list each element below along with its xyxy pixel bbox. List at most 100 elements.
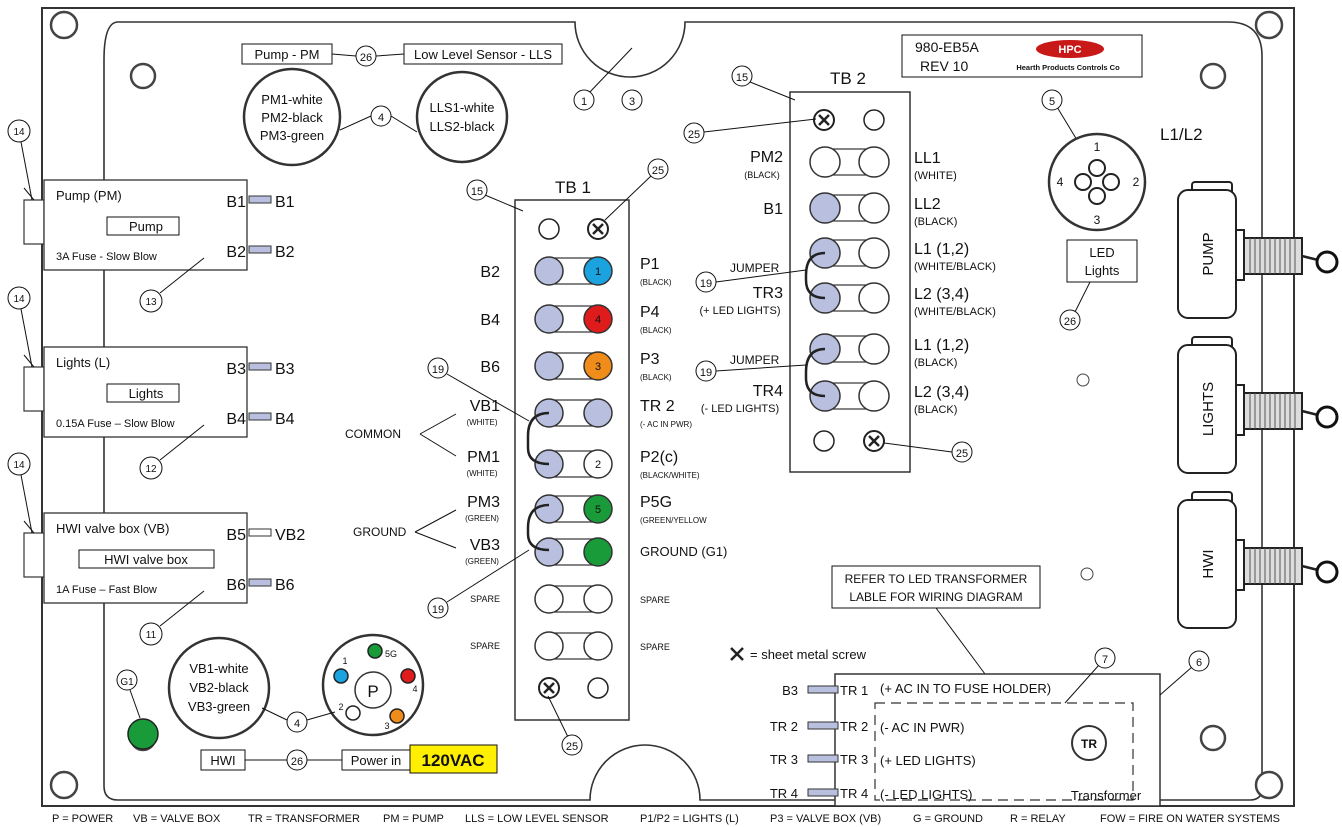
terminal-pin-number: 1 [595, 266, 601, 278]
fuse-holder-inner-label: Pump [129, 219, 163, 234]
led-lights-label: LED Lights 26 [1059, 239, 1138, 331]
callout-leader [159, 424, 205, 461]
tb1-callouts: 15 25 19 19 25 [427, 158, 669, 756]
svg-text:P: P [367, 682, 378, 701]
svg-text:5: 5 [1049, 96, 1055, 108]
svg-text:2: 2 [338, 702, 343, 712]
callout-1: 1 [573, 89, 595, 111]
tb1-left-label: PM3 [467, 494, 500, 511]
svg-text:1: 1 [581, 96, 587, 108]
tb1-left-sublabel: (GREEN) [465, 514, 499, 523]
tb1-left-label: PM1 [467, 449, 500, 466]
tb2-left-sublabel: (+ LED LIGHTS) [700, 305, 781, 317]
callout-leader [159, 590, 205, 627]
fuse-holder-inner-label: HWI valve box [104, 552, 188, 567]
vb-connector: VB1-white VB2-black VB3-green [167, 636, 271, 740]
callout-circle [7, 286, 31, 310]
svg-text:G1: G1 [120, 677, 134, 688]
legend-item: G = GROUND [913, 813, 983, 825]
tb1-right-label: P1 [640, 256, 660, 273]
terminal-pin-number: 5 [595, 504, 601, 516]
tb2-left-label: TR3 [753, 285, 783, 302]
fuse-holder-cap [23, 366, 45, 412]
tr-terminal-tab [807, 721, 839, 730]
lls-connector: LLS1-white LLS2-black [415, 70, 509, 164]
fuse-rating: 1A Fuse – Fast Blow [56, 584, 157, 596]
tb2-right-label: LL2 [914, 196, 941, 213]
svg-text:= sheet metal screw: = sheet metal screw [750, 647, 867, 662]
terminal-screw [809, 146, 841, 178]
fuse-holder-inner-box [106, 216, 180, 236]
fuse-terminal-tab [248, 362, 272, 371]
screw-icon [868, 435, 880, 447]
tr-right-label: TR 3 [840, 752, 868, 767]
tb1-left-sublabel: (WHITE) [466, 469, 497, 478]
callout-circle [139, 289, 163, 313]
tb1-right-label: P2(c) [640, 449, 678, 466]
tb1-left-label: VB3 [470, 537, 500, 554]
terminal-screw [858, 237, 890, 269]
terminal-screw [583, 494, 613, 524]
tb2-left-label: TR4 [753, 383, 783, 400]
screw-icon [818, 114, 830, 126]
tr-description: (- LED LIGHTS) [880, 787, 972, 802]
callout-number: 14 [13, 127, 25, 138]
fuse-terminal-label: B5 [226, 527, 246, 544]
screw-icon [543, 682, 555, 694]
svg-text:25: 25 [566, 741, 578, 753]
switch-nut [1235, 229, 1245, 281]
svg-text:VB1-white: VB1-white [189, 661, 248, 676]
fuse-terminal-tab [248, 578, 272, 587]
tb1-left-label: B6 [480, 359, 500, 376]
fuse-terminal-out: VB2 [275, 527, 305, 544]
svg-text:19: 19 [432, 364, 444, 376]
tb1-right-label: SPARE [640, 642, 670, 652]
hpc-logo [1036, 40, 1104, 58]
terminal-screw [858, 380, 890, 412]
fuse-holder-inner-label: Lights [129, 386, 164, 401]
svg-text:26: 26 [291, 756, 303, 768]
fuse-terminal-label: B1 [226, 194, 246, 211]
tr-left-label: B3 [782, 683, 798, 698]
tb1-right-sublabel: (BLACK) [640, 278, 672, 287]
svg-text:3: 3 [1094, 213, 1101, 227]
tr-terminal-tab [807, 685, 839, 694]
fuse-terminal-tab [248, 195, 272, 204]
svg-text:2: 2 [1133, 175, 1140, 189]
fuse-holder-inner-box [106, 383, 180, 403]
svg-text:JUMPER: JUMPER [730, 353, 780, 367]
svg-text:19: 19 [700, 278, 712, 290]
switch-label: PUMP [1200, 232, 1217, 275]
callout-number: 14 [13, 460, 25, 471]
callout-circle [139, 456, 163, 480]
callout-4-bottom: 4 [286, 711, 308, 733]
tb1-right-label: TR 2 [640, 398, 675, 415]
terminal-screw [583, 351, 613, 381]
tb1-right-label: P5G [640, 494, 672, 511]
tb1-right-label: GROUND (G1) [640, 544, 727, 559]
callout-circle [7, 119, 31, 143]
tb2-right-sublabel: (BLACK) [914, 357, 957, 369]
tb1-left-label: SPARE [470, 641, 500, 651]
tb1-left-label: B4 [480, 312, 500, 329]
l1l2-connector: 5 L1/L2 1 2 3 4 [1041, 89, 1203, 232]
tb1-right-label: SPARE [640, 595, 670, 605]
tb2-left-label: B1 [763, 201, 783, 218]
switch-lever [1301, 409, 1319, 417]
terminal-hole [587, 677, 609, 699]
tb1-right-sublabel: (BLACK) [640, 326, 672, 335]
tr-description: (+ LED LIGHTS) [880, 753, 976, 768]
switch-nut [1235, 539, 1245, 591]
callout-number: 13 [145, 297, 157, 308]
svg-text:REFER TO LED TRANSFORMER: REFER TO LED TRANSFORMER [845, 572, 1028, 586]
tb1-right-sublabel: (- AC IN PWR) [640, 420, 692, 429]
tb1-right-label: P3 [640, 351, 660, 368]
svg-text:GROUND: GROUND [353, 525, 407, 539]
tb2-left-label: PM2 [750, 149, 783, 166]
svg-text:3: 3 [629, 96, 635, 108]
common-ground-labels: COMMON GROUND [345, 413, 457, 549]
svg-text:VB2-black: VB2-black [189, 680, 249, 695]
fuse-terminal-out: B4 [275, 411, 295, 428]
